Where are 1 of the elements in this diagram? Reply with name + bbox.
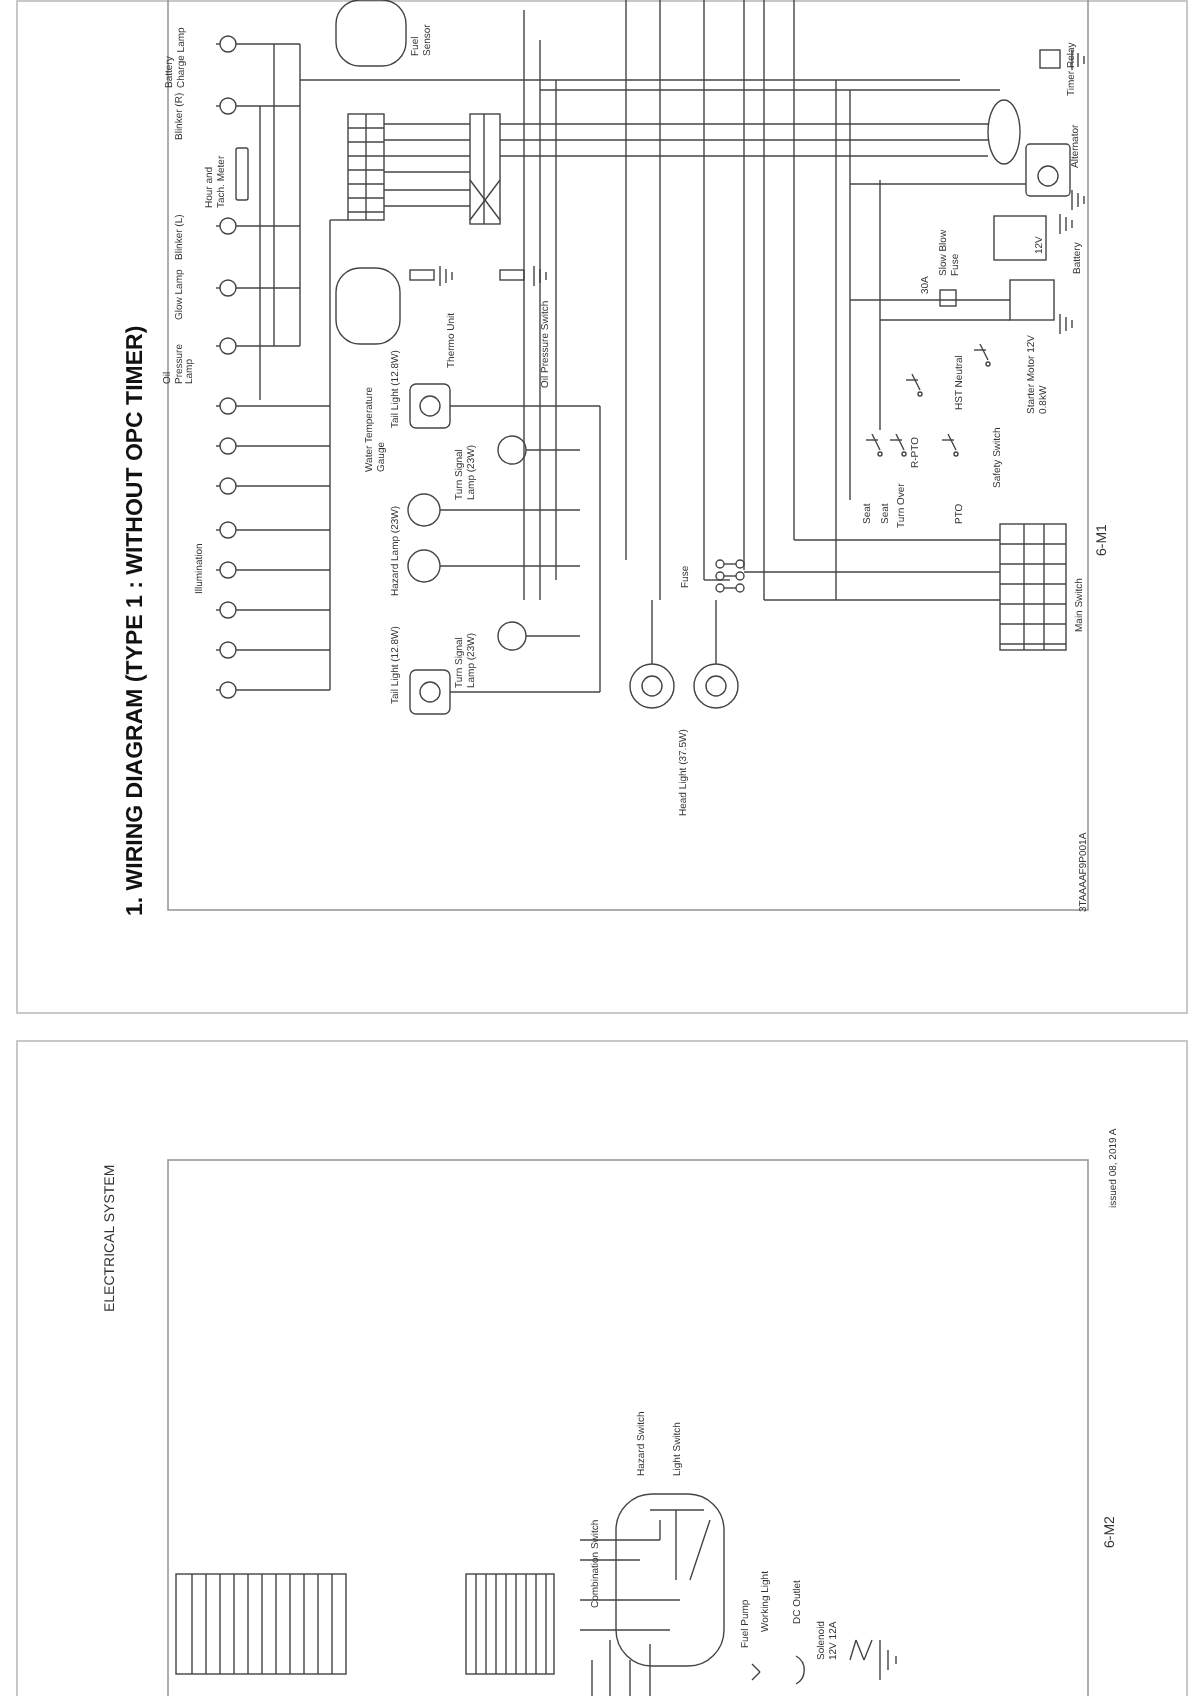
diagram-title: 1. WIRING DIAGRAM (TYPE 1 : WITHOUT OPC TIMER)	[124, 325, 150, 916]
